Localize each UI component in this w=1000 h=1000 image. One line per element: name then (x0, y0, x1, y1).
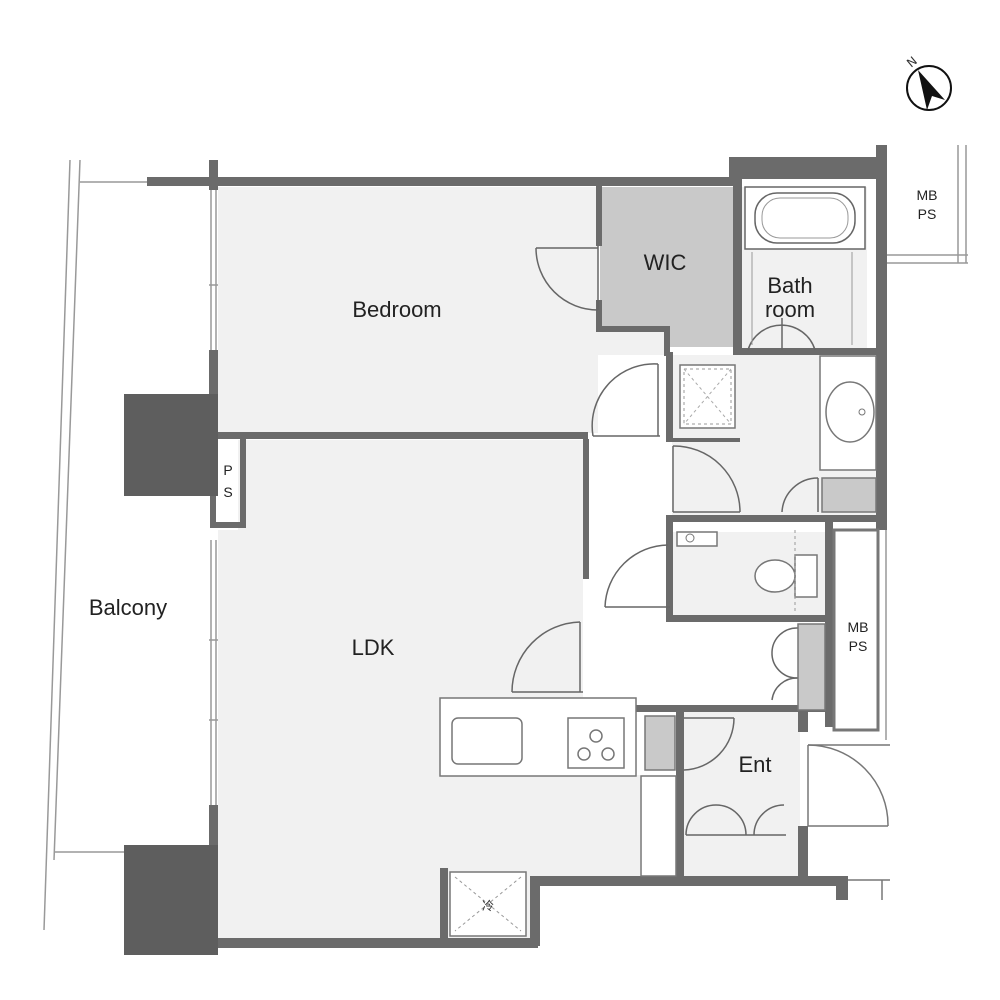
kitchen-storage (644, 715, 676, 771)
column-upper (124, 394, 218, 496)
storage-shelf (821, 477, 877, 513)
kitchen-sink (451, 717, 523, 765)
balcony-label: Balcony (89, 595, 167, 620)
entrance-floor (684, 712, 800, 877)
washroom-fixtures (679, 355, 877, 513)
toilet (676, 530, 818, 612)
ldk-floor (218, 440, 640, 940)
entrance-label: Ent (738, 752, 771, 777)
bedroom-label: Bedroom (352, 297, 441, 322)
north-arrow-icon (918, 70, 945, 110)
kitchen (439, 697, 677, 877)
compass: N (904, 54, 952, 111)
ps-label-line1: P (223, 462, 232, 478)
mbps-mid-label-line2: PS (849, 638, 868, 654)
wic-label: WIC (644, 250, 687, 275)
mbps-top-box (887, 145, 968, 264)
cooktop (567, 717, 625, 769)
walls (147, 145, 887, 948)
column-lower (124, 845, 218, 955)
hall-closet (797, 623, 826, 711)
room-labels: Bedroom WIC Bath room LDK Balcony Ent (89, 250, 815, 777)
shaft-labels: MB PS MB PS P S (223, 187, 937, 654)
bathtub (744, 186, 866, 345)
bath-label-line1: Bath (767, 273, 812, 298)
mbps-mid-box (832, 528, 887, 740)
bedroom-floor (218, 187, 598, 433)
mbps-mid-label-line1: MB (848, 619, 869, 635)
ps-label-line2: S (223, 484, 232, 500)
fridge-mark: 冷 (482, 899, 494, 913)
windows (209, 190, 218, 805)
doors (511, 246, 819, 836)
mbps-top-label-line2: PS (918, 206, 937, 222)
kitchen-pantry (640, 775, 677, 877)
wic-floor (600, 187, 733, 347)
mbps-top-label-line1: MB (917, 187, 938, 203)
sink-basin (825, 381, 875, 443)
ldk-label: LDK (352, 635, 395, 660)
compass-north-label: N (904, 54, 920, 70)
fridge-space: 冷 (449, 871, 527, 937)
entrance-door-area (807, 744, 890, 900)
balcony-area (43, 159, 150, 931)
bath-label-line2: room (765, 297, 815, 322)
columns (124, 394, 218, 955)
bedroom-floor-extra (598, 330, 665, 355)
